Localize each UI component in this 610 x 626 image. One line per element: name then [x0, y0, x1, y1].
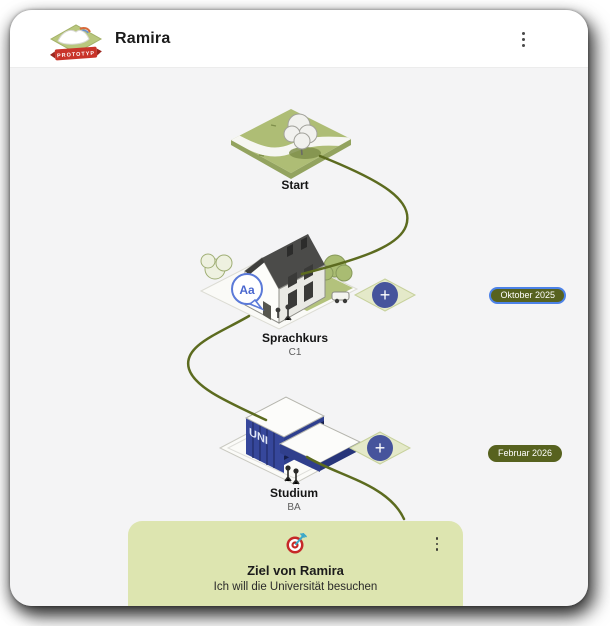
university-building-icon: UNI	[244, 396, 362, 473]
bush-icon	[200, 253, 233, 280]
plus-icon: +	[380, 285, 391, 305]
svg-text:PROTOTYP: PROTOTYP	[57, 51, 95, 60]
header-menu-button[interactable]	[512, 27, 534, 51]
car-icon	[331, 291, 350, 304]
journey-map: Start	[10, 68, 588, 606]
app-header: PROTOTYP Ramira	[10, 10, 588, 68]
svg-text:Aa: Aa	[239, 283, 255, 297]
date-badge-studium[interactable]: Februar 2026	[487, 445, 562, 462]
people-icon	[284, 465, 300, 485]
app-window: PROTOTYP Ramira	[10, 10, 588, 606]
goal-menu-button[interactable]	[427, 533, 447, 555]
milestone-studium-label: Studium BA	[270, 486, 318, 513]
tree-icon	[283, 113, 318, 156]
dot	[521, 31, 525, 35]
goal-card: Ziel von Ramira Ich will die Universität…	[128, 521, 463, 606]
milestone-start-label: Start	[281, 178, 309, 192]
page-title: Ramira	[115, 30, 171, 47]
milestone-sprachkurs-tile[interactable]: Aa	[187, 209, 367, 339]
milestone-sprachkurs-label: Sprachkurs C1	[261, 331, 329, 358]
add-milestone-button-1[interactable]: +	[353, 275, 417, 315]
milestone-studium-tile[interactable]: UNI	[208, 374, 378, 494]
speech-bubble-icon: Aa	[231, 273, 265, 311]
logo-rainbow-icon	[79, 26, 91, 33]
people-icon	[275, 304, 292, 321]
plus-icon: +	[375, 438, 386, 458]
goal-title: Ziel von Ramira	[247, 563, 344, 578]
trail-path	[231, 132, 351, 157]
logo-mountain-icon	[57, 29, 90, 45]
goal-description: Ich will die Universität besuchen	[213, 581, 378, 593]
target-icon	[128, 532, 463, 560]
add-milestone-button-2[interactable]: +	[348, 428, 412, 468]
date-badge-sprachkurs[interactable]: Oktober 2025	[489, 287, 566, 304]
app-logo: PROTOTYP	[49, 24, 103, 61]
logo-ribbon: PROTOTYP	[49, 46, 102, 61]
